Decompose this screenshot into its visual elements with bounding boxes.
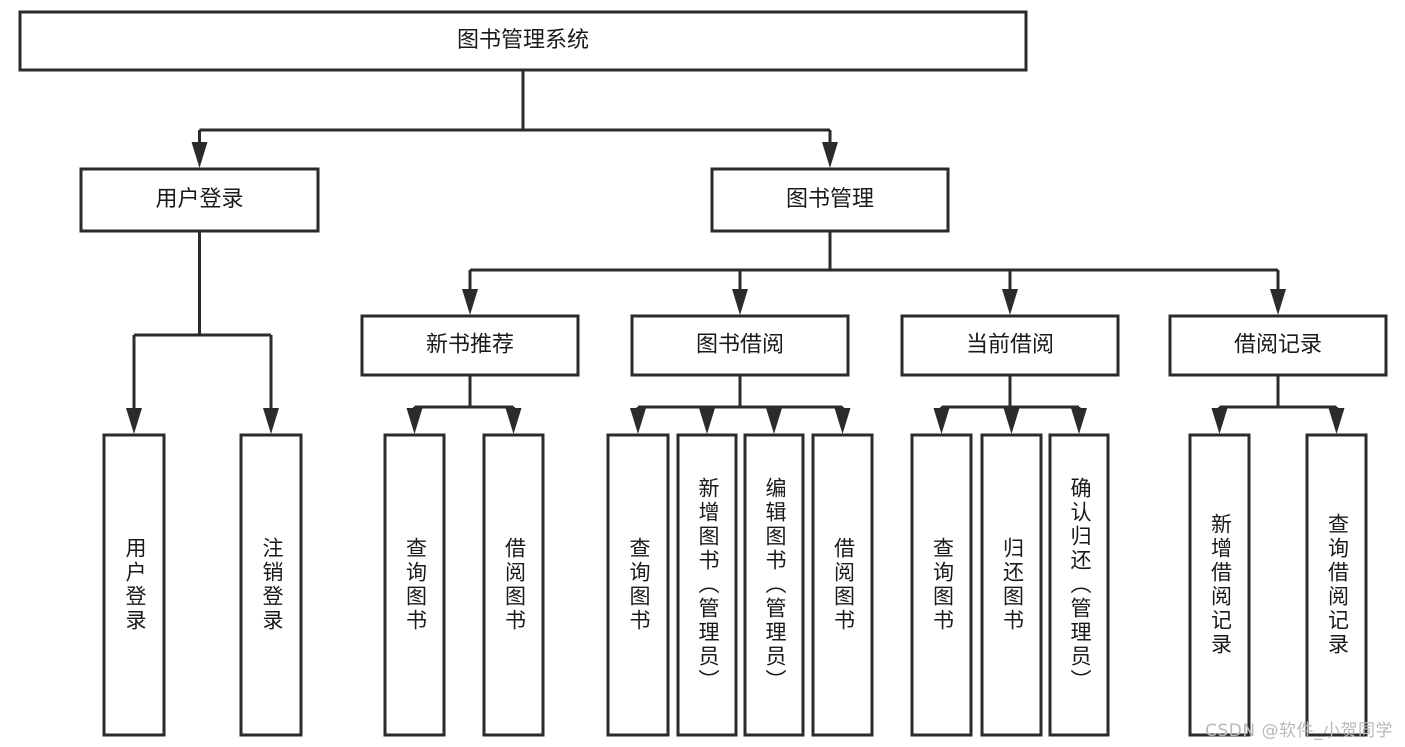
node-leaf-query-book-c[interactable]: 查询图书 (910, 433, 973, 737)
node-user-login[interactable]: 用户登录 (79, 167, 320, 233)
node-box (630, 314, 850, 377)
node-label: 新增图书（管理员） (696, 477, 720, 693)
node-leaf-return-book[interactable]: 归还图书 (980, 433, 1043, 737)
node-label: 注销登录 (260, 537, 284, 633)
node-leaf-logout[interactable]: 注销登录 (239, 433, 303, 737)
node-leaf-add-book[interactable]: 新增图书（管理员） (676, 433, 738, 737)
node-layer: 图书管理系统用户登录图书管理新书推荐图书借阅当前借阅借阅记录用户登录注销登录查询… (18, 10, 1388, 737)
node-label: 新增借阅记录 (1209, 513, 1233, 657)
arrow-head-icon (834, 408, 851, 434)
node-leaf-edit-book[interactable]: 编辑图书（管理员） (743, 433, 805, 737)
node-label: 查询借阅记录 (1326, 513, 1350, 657)
node-label: 新书推荐 (426, 333, 514, 358)
node-leaf-borrow-book-a[interactable]: 借阅图书 (482, 433, 545, 737)
node-book-manage[interactable]: 图书管理 (710, 167, 950, 233)
node-box (1168, 314, 1388, 377)
node-box (1188, 433, 1251, 737)
arrow-head-icon (630, 408, 646, 434)
node-borrow-record[interactable]: 借阅记录 (1168, 314, 1388, 377)
arrow-head-icon (1328, 408, 1345, 434)
node-leaf-query-book-b[interactable]: 查询图书 (606, 433, 670, 737)
node-leaf-borrow-book-b[interactable]: 借阅图书 (811, 433, 874, 737)
node-box (482, 433, 545, 737)
node-leaf-user-login[interactable]: 用户登录 (102, 433, 166, 737)
node-label: 当前借阅 (966, 333, 1054, 358)
arrow-head-icon (1003, 408, 1020, 434)
node-box (900, 314, 1120, 377)
node-leaf-add-record[interactable]: 新增借阅记录 (1188, 433, 1251, 737)
node-box (79, 167, 320, 233)
node-leaf-query-book-a[interactable]: 查询图书 (383, 433, 446, 737)
node-label: 借阅图书 (832, 537, 856, 633)
node-label: 归还图书 (1001, 537, 1025, 633)
arrow-head-icon (732, 289, 748, 315)
node-leaf-query-record[interactable]: 查询借阅记录 (1305, 433, 1368, 737)
arrow-head-icon (1002, 289, 1018, 315)
arrow-head-icon (1071, 408, 1087, 434)
node-box (910, 433, 973, 737)
node-box (1048, 433, 1110, 737)
arrow-head-icon (126, 408, 142, 434)
node-book-borrow[interactable]: 图书借阅 (630, 314, 850, 377)
node-label: 借阅记录 (1234, 333, 1322, 358)
node-root[interactable]: 图书管理系统 (18, 10, 1028, 72)
node-label: 图书借阅 (696, 333, 784, 358)
node-leaf-confirm-return[interactable]: 确认归还（管理员） (1048, 433, 1110, 737)
node-label: 查询图书 (627, 537, 651, 633)
arrow-head-icon (462, 289, 478, 315)
arrow-head-icon (933, 408, 950, 434)
node-current-borrow[interactable]: 当前借阅 (900, 314, 1120, 377)
node-label: 查询图书 (404, 537, 428, 633)
node-label: 借阅图书 (503, 537, 527, 633)
arrow-head-icon (263, 408, 279, 434)
node-label: 用户登录 (123, 537, 147, 633)
arrow-head-icon (406, 408, 423, 434)
node-box (980, 433, 1043, 737)
node-label: 图书管理 (786, 187, 874, 212)
node-box (18, 10, 1028, 72)
arrow-head-icon (699, 408, 715, 434)
node-box (743, 433, 805, 737)
node-label: 图书管理系统 (457, 28, 589, 53)
node-label: 用户登录 (155, 187, 243, 212)
node-box (1305, 433, 1368, 737)
arrow-head-icon (1211, 408, 1228, 434)
node-box (360, 314, 580, 377)
node-label: 查询图书 (931, 537, 955, 633)
node-new-book-rec[interactable]: 新书推荐 (360, 314, 580, 377)
node-label: 确认归还（管理员） (1068, 477, 1092, 693)
arrow-head-icon (505, 408, 522, 434)
connector-layer (126, 70, 1345, 434)
arrow-head-icon (766, 408, 782, 434)
arrow-head-icon (822, 142, 838, 168)
node-box (239, 433, 303, 737)
node-box (606, 433, 670, 737)
node-box (811, 433, 874, 737)
node-box (102, 433, 166, 737)
node-box (676, 433, 738, 737)
node-label: 编辑图书（管理员） (763, 477, 787, 693)
node-box (383, 433, 446, 737)
arrow-head-icon (1270, 289, 1286, 315)
csdn-watermark: CSDN @软件_小贺同学 (1205, 721, 1393, 741)
arrow-head-icon (191, 142, 208, 168)
node-box (710, 167, 950, 233)
